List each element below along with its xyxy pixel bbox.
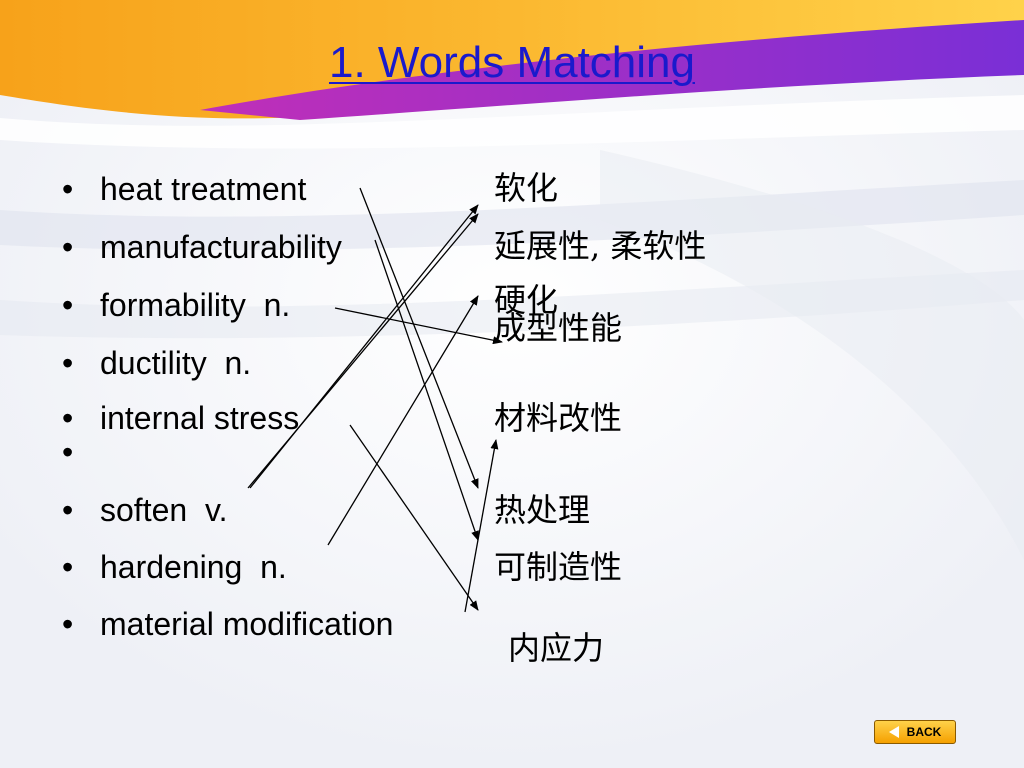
english-term-material-modification: • material modification (62, 604, 393, 644)
slide-title: 1. Words Matching (328, 38, 695, 87)
chinese-term-yanzhanxing: 延展性, 柔软性 (494, 227, 707, 265)
english-term-soften: • soften v. (62, 490, 227, 530)
english-term-ductility: • ductility n. (62, 343, 251, 383)
chinese-term-cailiaogaixing: 材料改性 (494, 399, 623, 437)
back-arrow-icon (888, 726, 899, 738)
chinese-term-ruanhua: 软化 (494, 169, 559, 207)
english-term-label: hardening n. (100, 549, 287, 585)
chinese-term-yinghua: 硬化 (494, 281, 559, 319)
bullet: • (62, 345, 74, 381)
english-term-manufacturability: • manufacturability (62, 227, 342, 267)
english-term-label: formability n. (100, 287, 291, 323)
english-term-label: soften v. (100, 492, 228, 528)
chinese-term-chengxingxingneng: 成型性能 (494, 309, 623, 347)
english-term-heat-treatment: • heat treatment (62, 169, 306, 209)
empty-bullet-item: • (62, 432, 100, 472)
bullet: • (62, 229, 74, 265)
bullet: • (62, 492, 74, 528)
english-term-formability: • formability n. (62, 285, 290, 325)
english-term-label: material modification (100, 606, 394, 642)
back-button-label: BACK (906, 725, 942, 739)
chinese-term-rechuli: 热处理 (494, 491, 591, 529)
english-term-label: ductility n. (100, 345, 252, 381)
english-term-label: manufacturability (100, 229, 342, 265)
english-term-label: internal stress (100, 400, 300, 436)
bullet: • (62, 171, 74, 207)
chinese-term-neiyingli: 内应力 (508, 629, 605, 667)
bullet: • (62, 400, 74, 436)
back-button[interactable]: BACK (874, 720, 956, 744)
bullet: • (62, 606, 74, 642)
chinese-term-kezhizaoxing: 可制造性 (494, 548, 623, 586)
bullet: • (62, 287, 74, 323)
bullet: • (62, 549, 74, 585)
english-term-hardening: • hardening n. (62, 547, 287, 587)
english-term-label: heat treatment (100, 171, 307, 207)
bullet: • (62, 434, 74, 470)
